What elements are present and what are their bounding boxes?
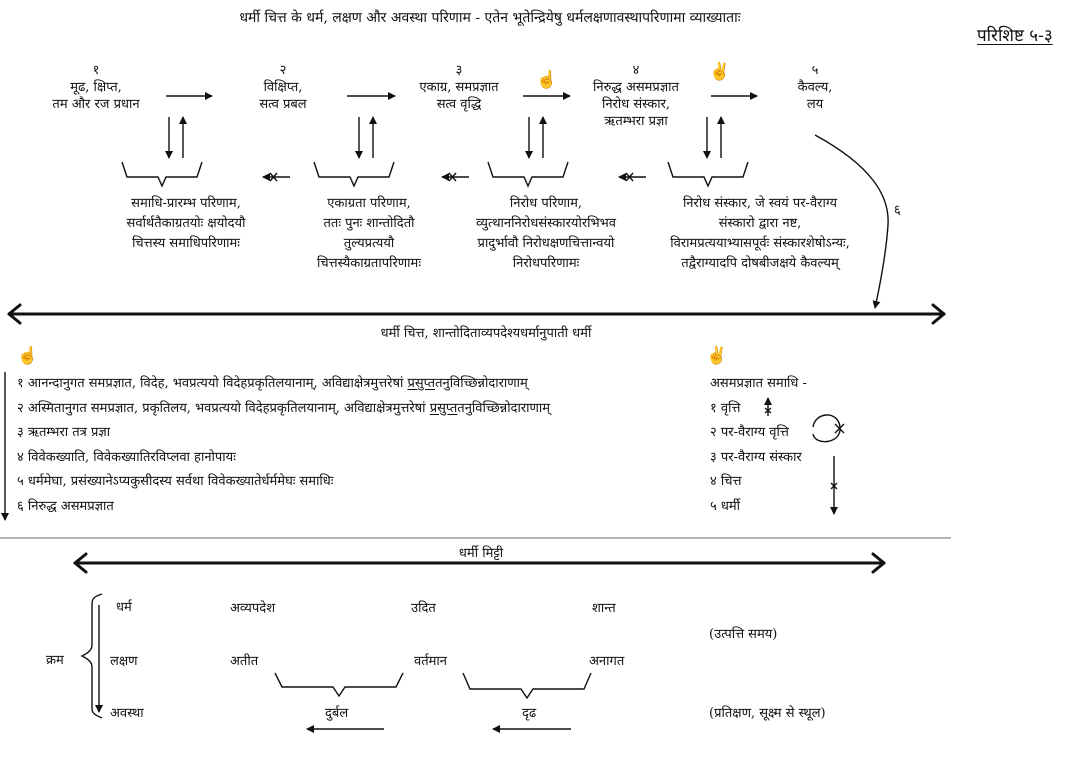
- brace-atita-vartamana: [274, 672, 404, 698]
- parinama-line: विरामप्रत्ययाभ्यासपूर्वः संस्कारशेषोऽन्य…: [670, 236, 850, 251]
- parinama-line: सर्वार्थतैकाग्रतयोः क्षयोदयौ: [126, 216, 246, 231]
- one-finger-hand-icon: ☝: [17, 346, 39, 366]
- one-finger-hand-icon: ☝: [536, 70, 558, 90]
- stage-line: विक्षिप्त,: [263, 80, 303, 95]
- asamprajnata-list: असमप्रज्ञात समाधि - १ वृत्ति २ पर-वैराग्…: [710, 372, 807, 519]
- list-item: ४ चित्त: [710, 474, 742, 489]
- parinama-line: तुल्यप्रत्ययौ: [343, 236, 395, 251]
- parinama-line: चित्तस्यैकाग्रतापरिणामः: [317, 256, 421, 271]
- main-axis-right-head: [931, 303, 946, 325]
- bottom-axis-left-head: [73, 552, 88, 574]
- list-item: २ पर-वैराग्य वृत्ति: [710, 425, 789, 440]
- dharma-udita: उदित: [411, 601, 436, 616]
- parinama-line: प्रादुर्भावौ निरोधक्षणचित्तान्वयो: [477, 236, 615, 251]
- avastha-durbala: दुर्बल: [325, 706, 349, 721]
- stage-line: मूढ, क्षिप्त,: [70, 80, 122, 95]
- stage-line: कैवल्य,: [797, 80, 833, 95]
- parinama-line: व्युत्थाननिरोधसंस्कारयोरभिभव: [475, 216, 617, 231]
- stage-number: ४: [632, 63, 640, 78]
- parinama-line: निरोधपरिणामः: [512, 256, 580, 271]
- list-item: १ वृत्ति: [710, 400, 741, 416]
- main-axis-left-head: [7, 303, 22, 325]
- krama-brace: [80, 593, 103, 719]
- lakshana-vartamana: वर्तमान: [414, 654, 447, 669]
- two-finger-hand-icon: ✌: [709, 62, 731, 82]
- stage-number: १: [92, 63, 100, 78]
- updown-arrows-2: [355, 116, 377, 159]
- stage-1: १ मूढ, क्षिप्त, तम और रज प्रधान: [52, 62, 139, 113]
- avastha-dridha: दृढ: [522, 706, 537, 721]
- parinama-nirodha-samskara: निरोध संस्कार, जे स्वयं पर-वैराग्य संस्क…: [670, 194, 850, 274]
- row-label-dharma: धर्म: [116, 600, 132, 615]
- stage-number: ५: [811, 63, 819, 78]
- stage-line: तम और रज प्रधान: [52, 97, 140, 112]
- appendix-label: परिशिष्ट ५-३: [977, 26, 1053, 46]
- stage-3: ३ एकाग्र, समप्रज्ञात सत्व वृद्धि: [419, 62, 498, 113]
- asamprajnata-heading: असमप्रज्ञात समाधि -: [710, 376, 807, 391]
- lakshana-atita: अतीत: [230, 654, 259, 669]
- list-item: ३ ऋतम्भरा तत्र प्रज्ञा: [17, 425, 111, 440]
- list-item: ५ धर्ममेघा, प्रसंख्यानेऽप्यकुसीदस्य सर्व…: [17, 474, 334, 489]
- row-label-avastha: अवस्था: [110, 706, 144, 721]
- stage-2: २ विक्षिप्त, सत्व प्रबल: [259, 62, 306, 113]
- parinama-line: निरोध परिणाम,: [509, 196, 583, 211]
- stage-5: ५ कैवल्य, लय: [798, 62, 833, 113]
- lakshana-anagata: अनागत: [589, 654, 625, 669]
- list-item: १ आनन्दानुगत समप्रज्ञात, विदेह, भवप्रत्य…: [17, 376, 528, 391]
- updown-arrows-1: [165, 116, 187, 159]
- parinama-line: एकाग्रता परिणाम,: [327, 196, 411, 211]
- list-item: ४ विवेकख्याति, विवेकख्यातिरविप्लवा हानोप…: [17, 449, 236, 465]
- parinama-nirodha: निरोध परिणाम, व्युत्थाननिरोधसंस्कारयोरभि…: [476, 194, 616, 274]
- parinama-line: समाधि-प्रारम्भ परिणाम,: [131, 196, 241, 211]
- vairagya-circle-loop: [812, 414, 845, 443]
- parinama-samadhi: समाधि-प्रारम्भ परिणाम, सर्वार्थतैकाग्रतय…: [127, 194, 246, 254]
- parinama-line: चित्तस्य समाधिपरिणामः: [132, 236, 240, 251]
- main-axis-label: धर्मी चित्त, शान्तोदिताव्यपदेश्यधर्मानुप…: [380, 326, 592, 341]
- parinama-line: तद्वैराग्यादपि दोषबीजक्षये कैवल्यम्: [681, 256, 839, 271]
- updown-arrows-4: [703, 116, 725, 159]
- list-item: ६ निरुद्ध असमप्रज्ञात: [17, 498, 114, 514]
- krama-label: क्रम: [46, 653, 64, 668]
- stage-line: एकाग्र, समप्रज्ञात: [419, 80, 499, 95]
- list-item: २ अस्मितानुगत समप्रज्ञात, प्रकृतिलय, भवप…: [17, 400, 551, 416]
- blocked-arrow-1: [262, 172, 290, 182]
- blocked-arrow-2: [441, 172, 469, 182]
- samskara-blocked-down-arrow: [830, 456, 838, 515]
- parinama-line: ततः पुनः शान्तोदितौ: [323, 216, 415, 231]
- stage-number: ३: [455, 63, 463, 78]
- stage-line: सत्व वृद्धि: [436, 97, 482, 112]
- note-pratikshana: (प्रतिक्षण, सूक्ष्म से स्थूल): [709, 706, 826, 721]
- brace-4: [667, 161, 749, 188]
- row-label-lakshana: लक्षण: [110, 654, 138, 669]
- parinama-line: संस्कारो द्वारा नष्ट,: [718, 216, 802, 231]
- two-finger-hand-icon: ✌: [706, 346, 728, 366]
- bottom-axis-label: धर्मी मिट्टी: [458, 546, 504, 561]
- parinama-ekagrata: एकाग्रता परिणाम, ततः पुनः शान्तोदितौ तुल…: [317, 194, 421, 274]
- stage-line: सत्व प्रबल: [259, 97, 307, 112]
- stage-line: निरुद्ध असमप्रज्ञात: [593, 80, 679, 95]
- list-item: ३ पर-वैराग्य संस्कार: [710, 449, 802, 465]
- note-utpatti-samaya: (उत्पत्ति समय): [709, 627, 778, 642]
- updown-arrows-3: [525, 116, 547, 159]
- list-item: ५ धर्मी: [710, 498, 741, 514]
- curve-arrow-kaivalya: [814, 134, 889, 309]
- stage-line: निरोध संस्कार,: [601, 97, 671, 112]
- brace-3: [487, 161, 569, 188]
- bottom-axis-right-head: [871, 552, 886, 574]
- vritti-blocked-up-arrow: [764, 397, 772, 416]
- stage-4: ४ निरुद्ध असमप्रज्ञात निरोध संस्कार, ऋतम…: [593, 62, 679, 130]
- dharma-avyapadesha: अव्यपदेश: [230, 601, 276, 616]
- stage-line: ऋतम्भरा प्रज्ञा: [604, 114, 668, 129]
- samprajnata-list: १ आनन्दानुगत समप्रज्ञात, विदेह, भवप्रत्य…: [17, 372, 550, 519]
- stage-line: लय: [806, 97, 824, 112]
- diagram-title: धर्मी चित्त के धर्म, लक्षण और अवस्था परि…: [239, 10, 741, 26]
- dharma-shanta: शान्त: [592, 601, 616, 616]
- brace-1: [121, 161, 203, 188]
- stage-number: २: [279, 63, 287, 78]
- blocked-arrow-3: [618, 172, 646, 182]
- curve-label: ६: [894, 203, 901, 218]
- brace-vartamana-anagata: [462, 672, 592, 700]
- brace-2: [313, 161, 395, 188]
- parinama-line: निरोध संस्कार, जे स्वयं पर-वैराग्य: [682, 196, 838, 211]
